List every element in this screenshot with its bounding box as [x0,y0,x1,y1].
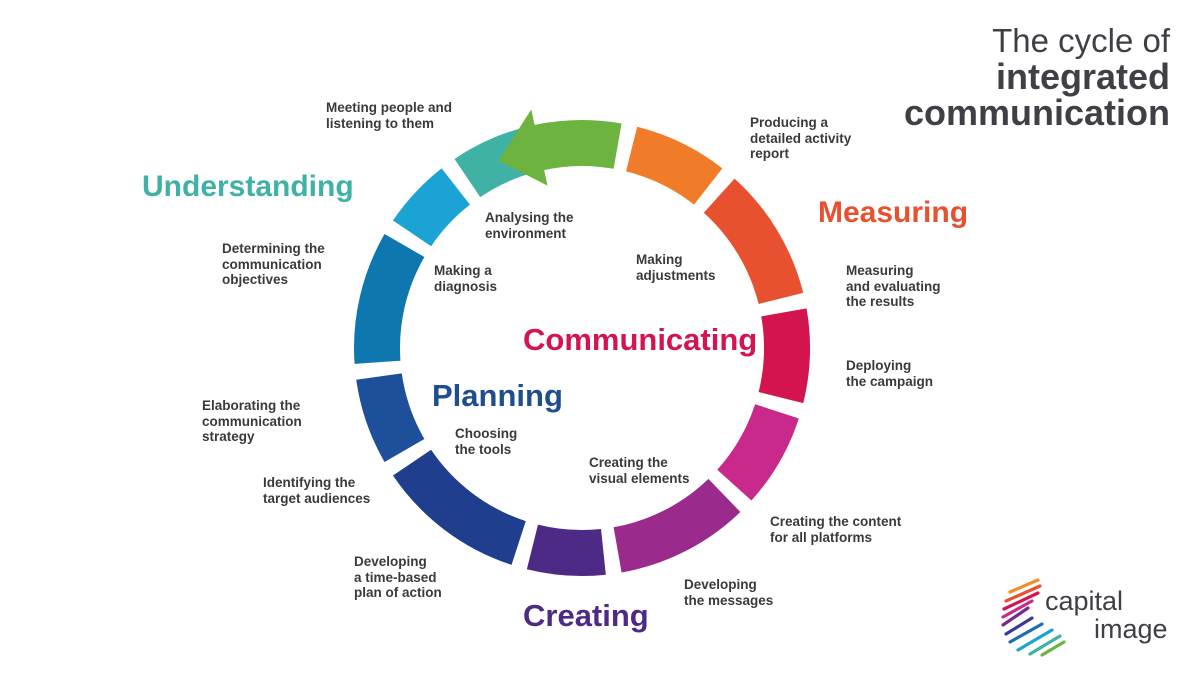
ring-segment [613,478,741,573]
step-creating-content: Creating the content for all platforms [770,514,902,545]
phase-measuring: Measuring [818,196,969,229]
ring-segment [758,308,810,404]
step-visual-elements: Creating the visual elements [589,455,690,486]
ring-segment [717,404,799,501]
title-line-1: The cycle of [992,22,1170,59]
step-elaborating-strategy: Elaborating the communication strategy [202,398,302,444]
ring-segment [626,126,723,205]
step-time-plan: Developing a time-based plan of action [354,554,442,600]
step-measuring-results: Measuring and evaluating the results [846,263,941,309]
step-analysing-environment: Analysing the environment [485,210,574,241]
step-choosing-tools: Choosing the tools [455,426,518,457]
step-making-diagnosis: Making a diagnosis [434,263,498,294]
ring-segment [392,168,470,247]
ring-segment [526,524,606,577]
ring-arrow-segment [498,109,622,186]
phase-creating: Creating [523,598,649,633]
step-making-adjustments: Making adjustments [636,252,716,283]
ring-segment [703,178,804,304]
step-determining-objectives: Determining the communication objectives [222,241,325,287]
title-line-3: communication [903,92,1170,133]
title-line-2: integrated [995,56,1170,97]
logo-word-image: image [1094,614,1168,644]
ring-segment [356,373,425,462]
phase-communicating: Communicating [523,322,758,357]
ring-segment [354,234,425,364]
logo-word-capital: capital [1045,586,1124,616]
step-meeting-people: Meeting people and listening to them [326,100,453,131]
ring-segment [392,449,526,565]
step-deploying-campaign: Deploying the campaign [846,358,934,389]
step-producing-report: Producing a detailed activity report [750,115,852,161]
phase-understanding: Understanding [142,170,354,203]
phase-planning: Planning [432,378,563,413]
capital-image-logo-icon [1001,578,1066,657]
step-identifying-audiences: Identifying the target audiences [263,475,371,506]
step-developing-messages: Developing the messages [684,577,774,608]
